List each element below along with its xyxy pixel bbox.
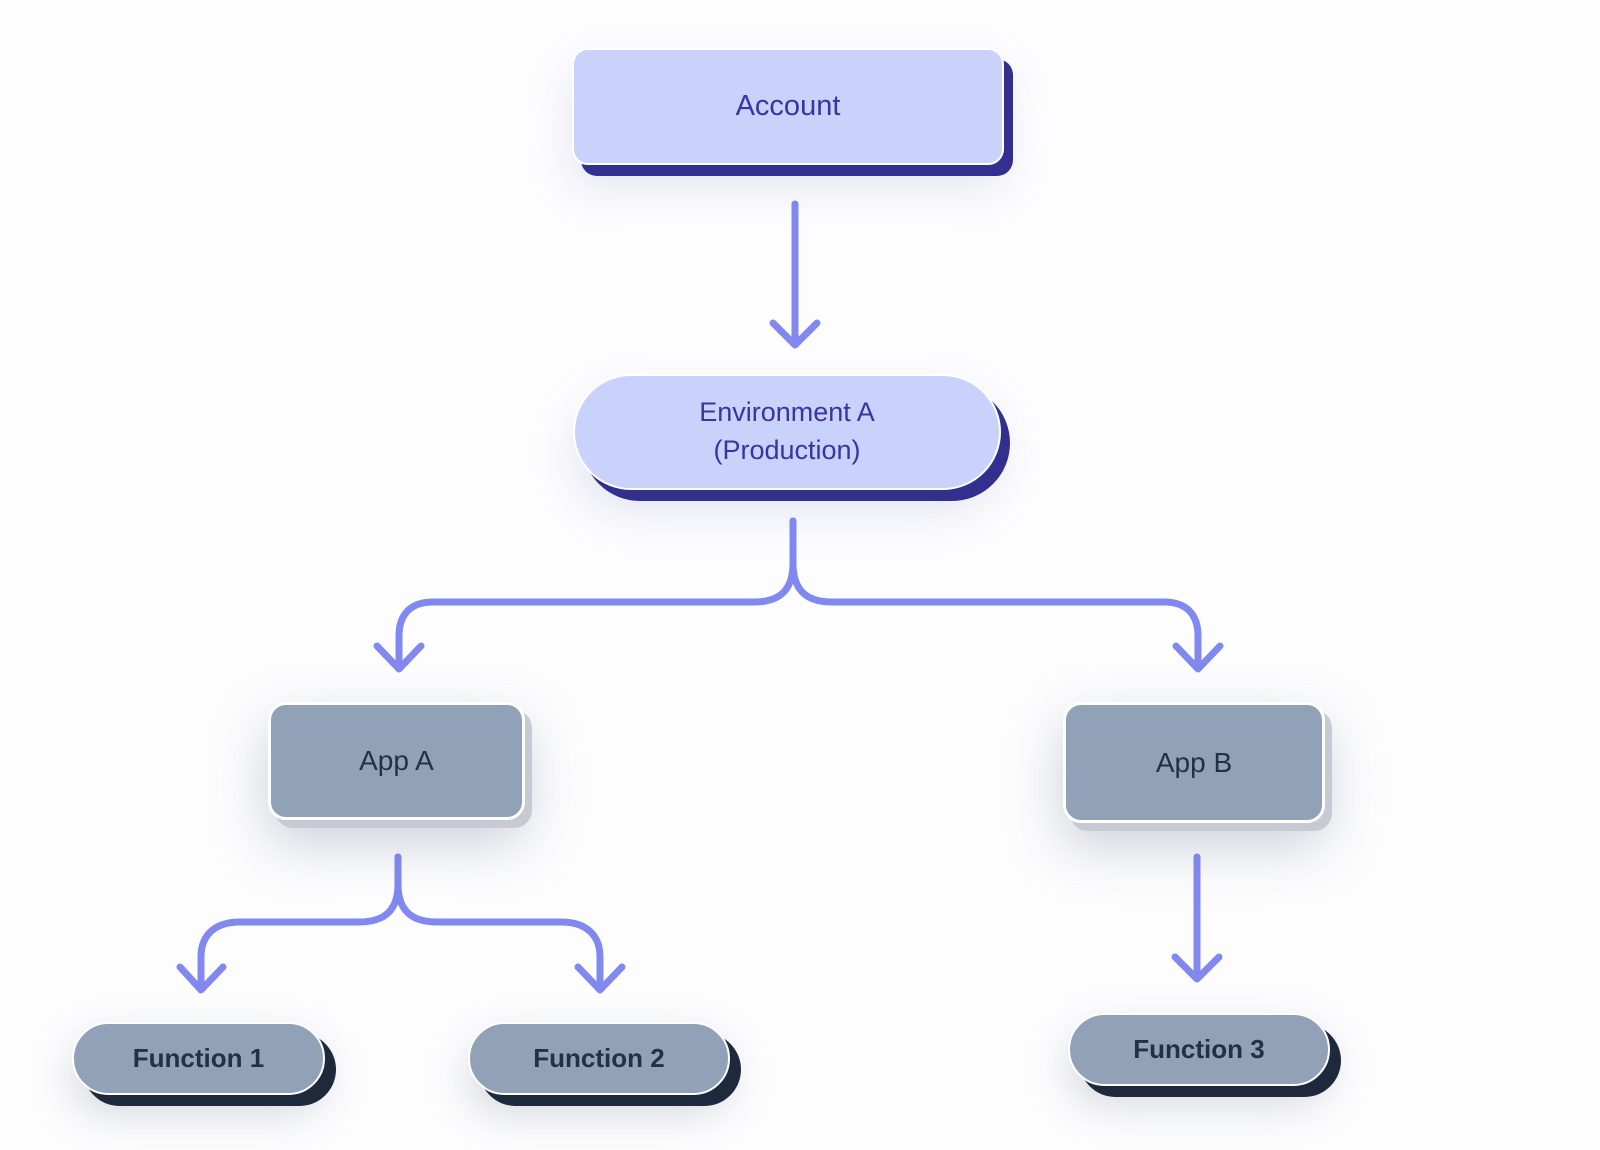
node-function-3: Function 3 (1068, 1013, 1330, 1086)
edge-environment-to-app-a (373, 517, 797, 673)
node-account-label: Account (735, 90, 841, 123)
node-function-1-label: Function 1 (132, 1043, 265, 1074)
edge-app-a-to-function-1 (176, 853, 402, 994)
node-app-b: App B (1063, 702, 1325, 823)
node-environment-a-label-line1: Environment A (699, 397, 875, 428)
node-function-2-label: Function 2 (533, 1043, 665, 1074)
node-app-b-label: App B (1155, 746, 1233, 778)
node-app-a: App A (268, 702, 525, 820)
edge-account-to-environment (769, 200, 821, 349)
node-function-2: Function 2 (468, 1022, 730, 1095)
node-account: Account (572, 48, 1004, 165)
node-function-1: Function 1 (72, 1022, 325, 1095)
node-app-a-label: App A (359, 745, 434, 777)
node-environment-a-label-line2: (Production) (713, 435, 861, 465)
node-function-3-label: Function 3 (1133, 1034, 1265, 1065)
node-environment-a: Environment A (Production) (573, 374, 1001, 490)
edge-app-a-to-function-2 (394, 853, 626, 994)
edge-app-b-to-function-3 (1171, 853, 1223, 983)
edge-environment-to-app-b (789, 517, 1224, 673)
